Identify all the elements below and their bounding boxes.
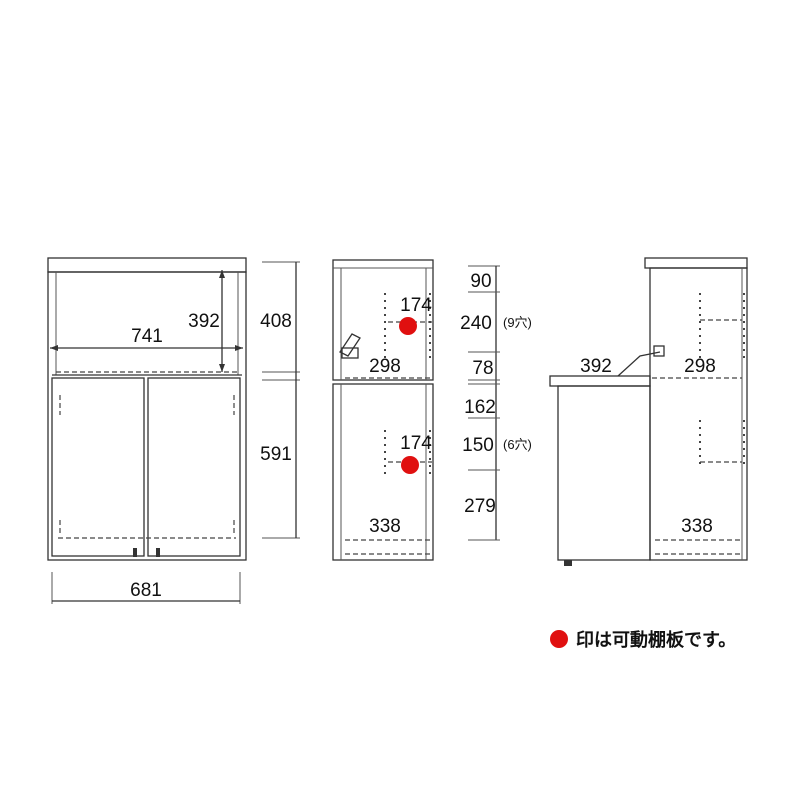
stay-arm-icon xyxy=(617,351,661,377)
dim-392-open: 392 xyxy=(580,356,612,377)
dim-78: 78 xyxy=(472,358,493,379)
dim-338-closed: 338 xyxy=(369,516,401,537)
dim-338-open: 338 xyxy=(681,516,713,537)
movable-shelf-marker-lower xyxy=(401,456,419,474)
dim-408: 408 xyxy=(260,311,292,332)
dim-150-note: (6穴) xyxy=(503,437,532,452)
legend-text: 印は可動棚板です。 xyxy=(576,630,737,651)
dim-240-note: (9穴) xyxy=(503,315,532,330)
open-top-board xyxy=(644,257,748,269)
dim-162: 162 xyxy=(464,397,496,418)
dim-240: 240 xyxy=(460,313,492,334)
dim-174-upper: 174 xyxy=(400,295,432,316)
dim-298-open: 298 xyxy=(684,356,716,377)
front-body xyxy=(47,271,247,561)
front-view: 741 392 681 408 591 xyxy=(47,257,300,604)
dim-681: 681 xyxy=(130,580,162,601)
right-door xyxy=(147,377,241,557)
dim-591: 591 xyxy=(260,444,292,465)
dim-392: 392 xyxy=(188,311,220,332)
lower-cabinet xyxy=(557,385,651,561)
side-view-open: 392 298 338 xyxy=(549,257,748,566)
dim-174-lower: 174 xyxy=(400,433,432,454)
front-top-board xyxy=(47,257,247,273)
dim-741: 741 xyxy=(131,326,163,347)
height-column: 90 240 (9穴) 78 162 150 (6穴) 279 xyxy=(460,265,532,541)
extended-flap xyxy=(549,375,651,387)
stay-hinge-icon xyxy=(339,333,361,357)
side-lower-body xyxy=(332,383,434,561)
legend: 印は可動棚板です。 xyxy=(550,626,736,652)
dim-90: 90 xyxy=(470,271,491,292)
side-view-closed: 174 174 298 338 xyxy=(332,259,434,561)
red-dot-icon xyxy=(550,630,568,648)
dim-150: 150 xyxy=(462,435,494,456)
dim-279: 279 xyxy=(464,496,496,517)
left-door xyxy=(51,377,145,557)
movable-shelf-marker-upper xyxy=(399,317,417,335)
dim-298-closed: 298 xyxy=(369,356,401,377)
side-upper-body xyxy=(332,259,434,381)
